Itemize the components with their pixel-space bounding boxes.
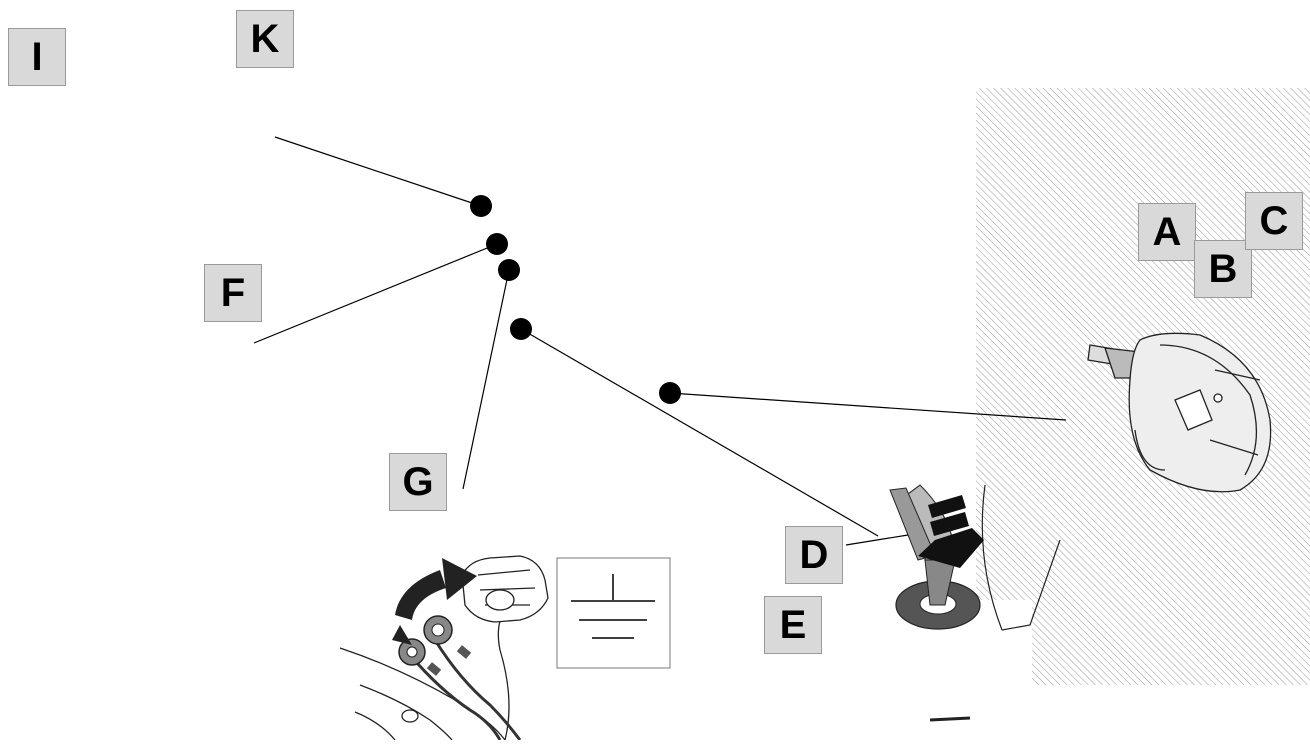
label-k: K [236,10,294,68]
down-arrow-icon [918,495,984,568]
leader-line-k [274,136,482,207]
leader-line-d-box [845,534,909,546]
connector-socket-icon [1087,332,1272,493]
label-i: I [8,28,66,86]
callout-dot [659,382,681,404]
curved-arrow-icon [392,558,477,645]
label-g: G [389,453,447,511]
ground-connection-illustration [339,555,549,741]
label-e: E [764,596,822,654]
label-b: B [1194,240,1252,298]
callout-dot [486,233,508,255]
leader-line-connector [669,392,1067,421]
leader-line-f [253,243,498,344]
callout-dots [470,195,681,404]
leader-lines [253,136,1067,546]
ring-terminal-icon [398,615,522,741]
label-f: F [204,264,262,322]
label-c: C [1245,192,1303,250]
label-a: A [1138,203,1196,261]
ground-symbol-icon [556,557,671,669]
callout-dot [510,318,532,340]
leader-line-d [520,328,879,537]
callout-dot [498,259,520,281]
callout-dot [470,195,492,217]
leader-line-g [462,269,510,490]
label-d: D [785,526,843,584]
grommet-icon [889,484,1061,722]
